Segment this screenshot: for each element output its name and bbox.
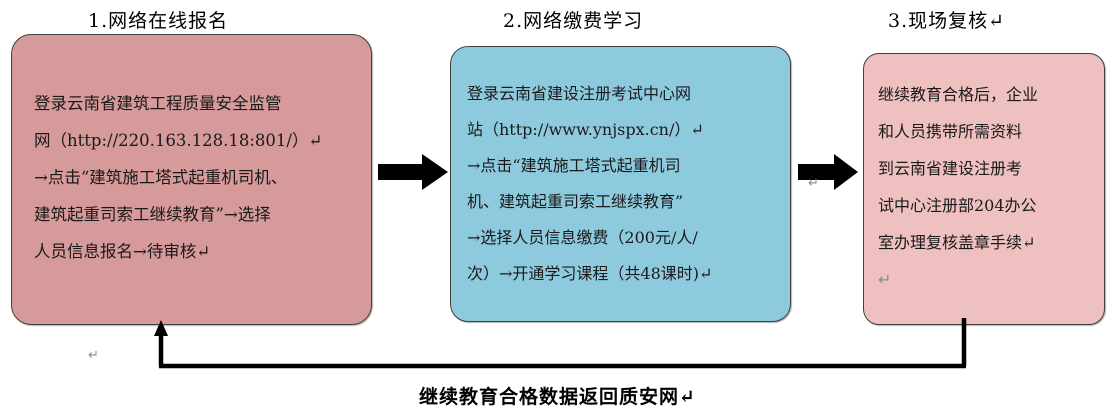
- box-2-line-2: 站（http://www.ynjspx.cn/）↵: [467, 120, 704, 139]
- box-2-line-4: 机、建筑起重司索工继续教育”: [467, 192, 684, 211]
- box-1-line-3: →点击“建筑施工塔式起重机司机、: [34, 168, 288, 187]
- box-3-line-6: ↵: [878, 270, 892, 289]
- pilcrow-below-arrow-2: ↵: [808, 176, 819, 191]
- box-1-line-1: 登录云南省建筑工程质量安全监管: [34, 94, 282, 113]
- step-title-2: 2.网络缴费学习: [503, 10, 644, 32]
- box-3-line-5: 室办理复核盖章手续↵: [878, 233, 1036, 252]
- process-box-step-2: 登录云南省建设注册考试中心网 站（http://www.ynjspx.cn/）↵…: [450, 46, 791, 322]
- feedback-connector-arrow: [140, 318, 1020, 392]
- box-3-line-3: 到云南省建设注册考: [878, 159, 1023, 178]
- box-1-line-5: 人员信息报名→待审核↵: [34, 242, 211, 261]
- pilcrow-left-bottom: ↵: [88, 348, 99, 363]
- process-box-step-1: 登录云南省建筑工程质量安全监管 网（http://220.163.128.18:…: [11, 34, 372, 325]
- box-1-line-4: 建筑起重司索工继续教育”→选择: [34, 205, 271, 224]
- process-box-step-3: 继续教育合格后，企业 和人员携带所需资料 到云南省建设注册考 试中心注册部204…: [863, 53, 1105, 325]
- box-3-line-2: 和人员携带所需资料: [878, 122, 1023, 141]
- box-3-line-1: 继续教育合格后，企业: [878, 85, 1039, 104]
- step-title-3: 3.现场复核↵: [888, 10, 1006, 32]
- feedback-caption: 继续教育合格数据返回质安网↵: [419, 386, 696, 408]
- box-3-line-4: 试中心注册部204办公: [878, 196, 1037, 215]
- step-title-1: 1.网络在线报名: [88, 10, 229, 32]
- box-1-line-2: 网（http://220.163.128.18:801/）↵: [34, 131, 323, 150]
- arrow-right-icon-step2-step3: [798, 152, 860, 196]
- arrow-right-icon-step1-step2: [378, 152, 450, 196]
- box-2-line-6: 次）→开通学习课程（共48课时)↵: [467, 264, 713, 283]
- box-2-line-3: →点击“建筑施工塔式起重机司: [467, 156, 681, 175]
- box-2-line-5: →选择人员信息缴费（200元/人/: [467, 228, 698, 247]
- box-2-line-1: 登录云南省建设注册考试中心网: [467, 84, 692, 103]
